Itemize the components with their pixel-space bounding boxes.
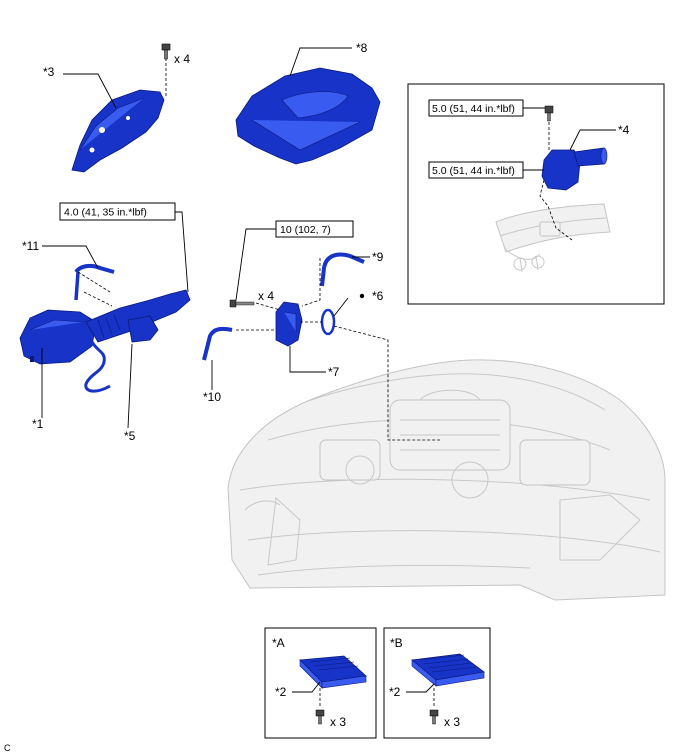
part-4-valve[interactable]	[541, 147, 608, 191]
label-part-6: *6	[372, 289, 384, 303]
bolt-3-icon	[161, 43, 171, 60]
label-part-5: *5	[124, 429, 136, 443]
part-2-ecu-b[interactable]	[411, 653, 485, 687]
inset-intake-pipe	[495, 203, 611, 273]
label-part-11: *11	[22, 239, 39, 253]
part-5-air-tube[interactable]	[85, 289, 191, 343]
part-10-hose[interactable]	[202, 326, 233, 361]
non-reusable-mark-icon	[359, 293, 365, 299]
part-3-cover[interactable]	[71, 89, 165, 173]
part-11-hose[interactable]	[74, 263, 115, 301]
torque-inset-1: 5.0 (51, 44 in.*lbf)	[432, 103, 515, 115]
bolt-7-icon	[229, 299, 255, 308]
torque-bracket: 10 (102, 7)	[280, 224, 331, 236]
label-part-10: *10	[203, 390, 221, 404]
screw-a-icon	[315, 709, 325, 725]
screw-b-icon	[429, 709, 439, 725]
label-part-7: *7	[328, 365, 340, 379]
vehicle-illustration	[227, 359, 666, 601]
part-2-ecu-a[interactable]	[299, 655, 367, 689]
qty-bolt-3: x 4	[174, 52, 190, 66]
variant-b-title: *B	[390, 636, 403, 650]
part-6-gasket[interactable]	[320, 308, 336, 336]
bolt-4-icon	[544, 105, 554, 122]
label-part-8: *8	[356, 41, 368, 55]
qty-bolt-7: x 4	[258, 289, 274, 303]
variant-a-title: *A	[272, 636, 285, 650]
torque-box-air-tube	[59, 202, 176, 221]
part-1-vent-hose[interactable]	[84, 341, 111, 393]
part-7-bracket[interactable]	[275, 301, 303, 347]
torque-air-tube: 4.0 (41, 35 in.*lbf)	[64, 207, 147, 219]
qty-screw-a: x 3	[330, 715, 346, 729]
part-1-air-cleaner[interactable]	[19, 309, 97, 365]
qty-screw-b: x 3	[444, 715, 460, 729]
torque-inset-2: 5.0 (51, 44 in.*lbf)	[432, 165, 515, 177]
label-part-2-b: *2	[389, 685, 401, 699]
label-part-2-a: *2	[275, 685, 287, 699]
corner-mark: C	[4, 743, 11, 753]
label-part-3: *3	[43, 65, 55, 79]
detail-inset	[407, 83, 665, 305]
part-9-hose[interactable]	[320, 252, 365, 287]
label-part-4: *4	[618, 123, 630, 137]
label-part-1: *1	[32, 417, 44, 431]
part-8-engine-cover[interactable]	[235, 67, 381, 165]
label-part-9: *9	[372, 250, 384, 264]
